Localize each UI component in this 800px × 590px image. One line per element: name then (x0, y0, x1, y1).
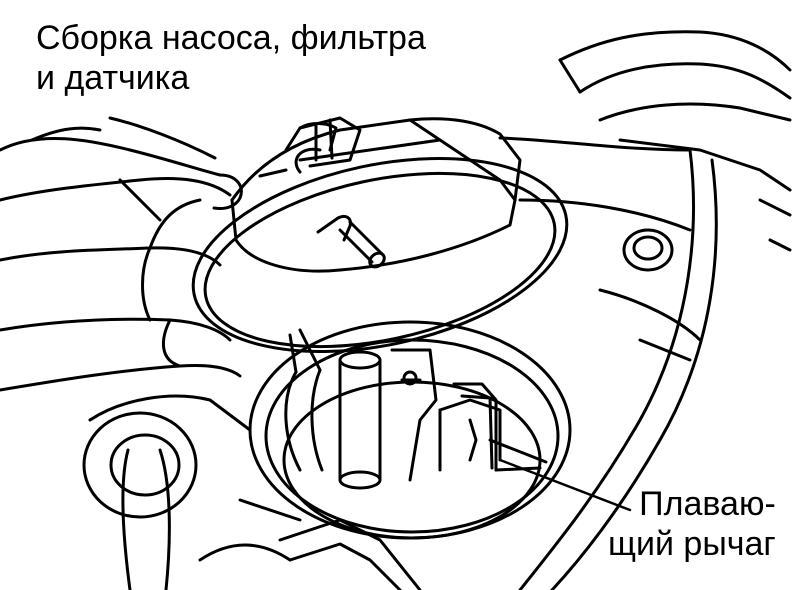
fuel-hose (84, 396, 250, 590)
assembly-label: Сборка насоса, фильтра и датчика (36, 18, 426, 98)
float-arm-label-line1: Плаваю- (639, 485, 776, 523)
hand-drawing (0, 118, 241, 390)
lower-fuel-lines (200, 500, 420, 590)
tank-opening (250, 322, 570, 538)
electrical-connector (300, 118, 360, 166)
float-arm-label-line2: щий рычаг (608, 525, 776, 563)
mounting-bolt (624, 230, 672, 270)
pump-internals (286, 330, 500, 488)
float-arm-label: Плаваю- щий рычаг (608, 484, 776, 564)
fuel-outlet-nipple (318, 216, 387, 269)
tank-housing (500, 32, 790, 590)
assembly-label-line1: Сборка насоса, фильтра (36, 19, 426, 57)
assembly-label-line2: и датчика (36, 59, 190, 97)
pump-flange (175, 119, 584, 383)
float-arm (454, 384, 546, 470)
float-arm-leader (500, 460, 630, 510)
